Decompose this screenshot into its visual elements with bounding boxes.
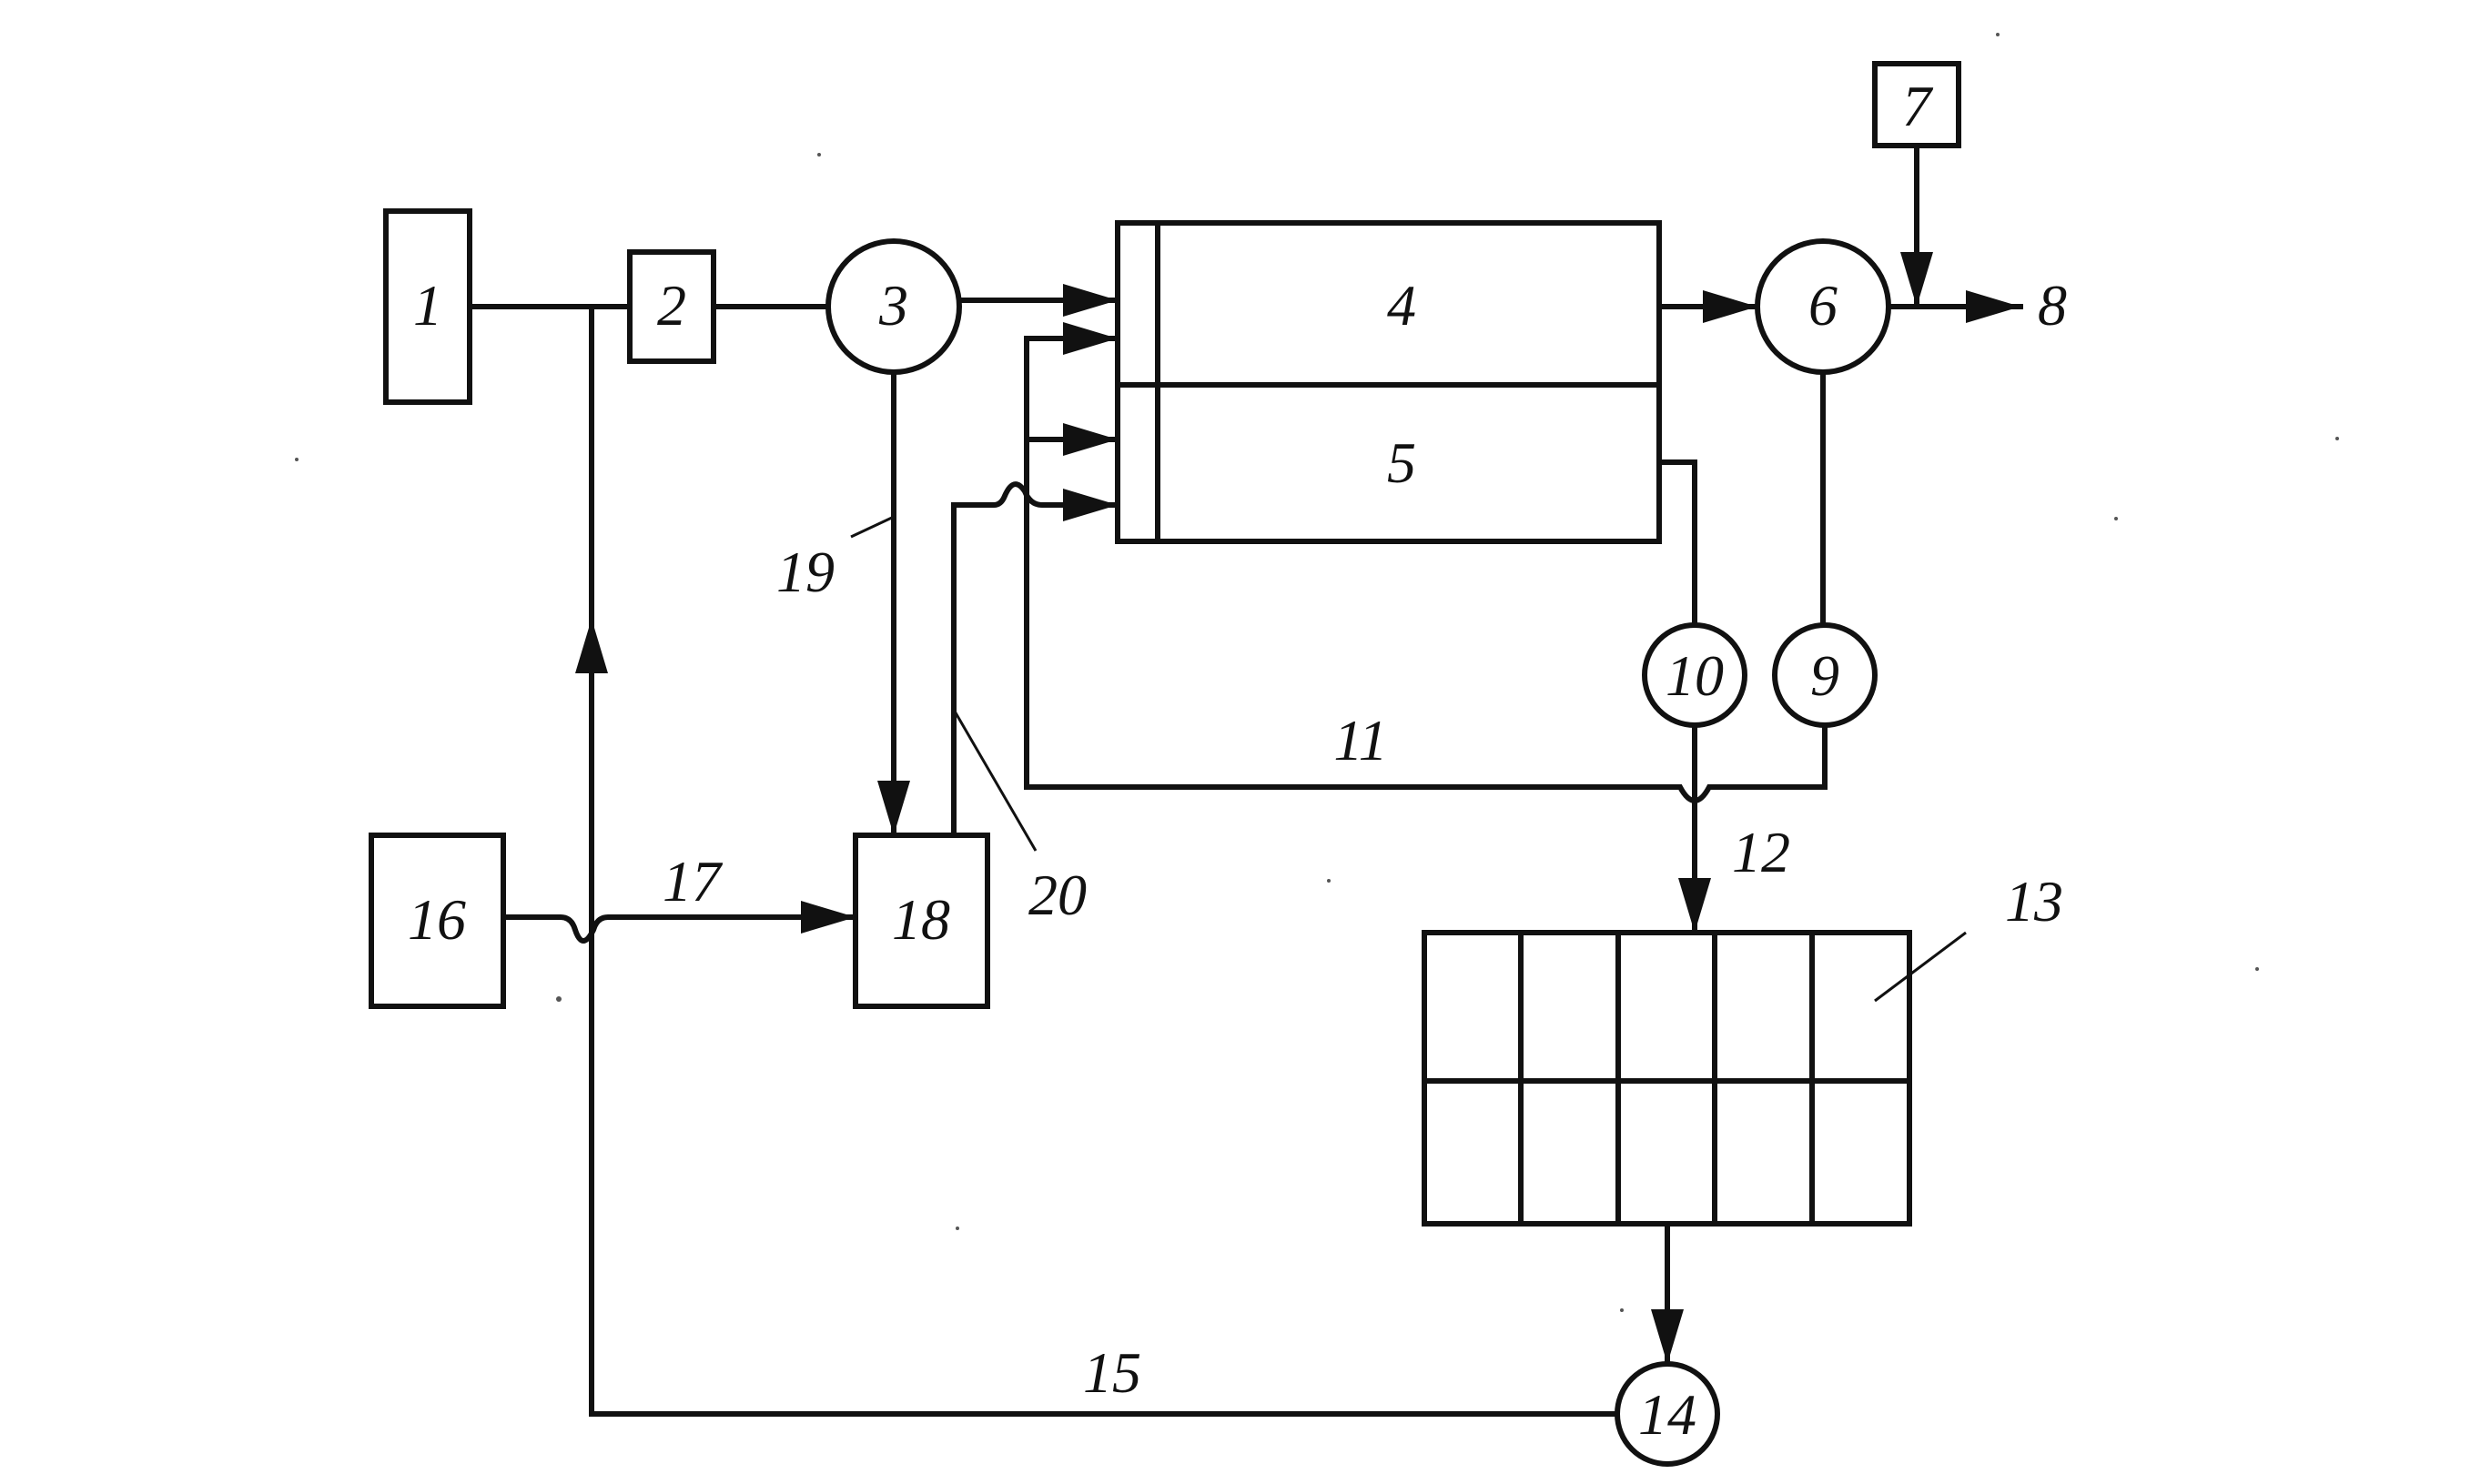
block-1 bbox=[383, 208, 472, 405]
line-5-to-10 bbox=[1656, 459, 1697, 628]
storage-grid-13 bbox=[1422, 930, 1912, 1227]
label-15: 15 bbox=[1083, 1340, 1141, 1405]
leader-20 bbox=[952, 709, 1038, 852]
label-19: 19 bbox=[776, 540, 835, 604]
label-13: 13 bbox=[2005, 869, 2063, 934]
leader-13 bbox=[1874, 931, 1967, 1003]
block-18 bbox=[853, 833, 990, 1009]
line-20 bbox=[951, 481, 1120, 838]
label-17: 17 bbox=[663, 849, 724, 914]
label-8: 8 bbox=[2038, 273, 2067, 338]
label-2: 2 bbox=[657, 273, 686, 338]
label-5: 5 bbox=[1387, 430, 1416, 495]
label-10: 10 bbox=[1666, 643, 1724, 708]
label-18: 18 bbox=[892, 887, 950, 952]
label-9: 9 bbox=[1810, 643, 1839, 708]
label-16: 16 bbox=[408, 887, 466, 952]
label-12: 12 bbox=[1732, 820, 1790, 884]
label-20: 20 bbox=[1028, 863, 1087, 927]
scan-specks bbox=[295, 33, 2339, 1312]
label-4: 4 bbox=[1387, 273, 1416, 338]
label-3: 3 bbox=[878, 273, 908, 338]
label-7: 7 bbox=[1902, 74, 1934, 138]
reactor-block-5 bbox=[1115, 382, 1662, 544]
block-2 bbox=[627, 249, 716, 364]
label-1: 1 bbox=[413, 273, 442, 338]
leader-19 bbox=[850, 515, 895, 539]
reactor-block-4 bbox=[1115, 220, 1662, 388]
block-16 bbox=[369, 833, 506, 1009]
label-6: 6 bbox=[1808, 273, 1838, 338]
label-14: 14 bbox=[1638, 1382, 1696, 1447]
label-11: 11 bbox=[1333, 708, 1387, 772]
line-17 bbox=[501, 901, 858, 944]
